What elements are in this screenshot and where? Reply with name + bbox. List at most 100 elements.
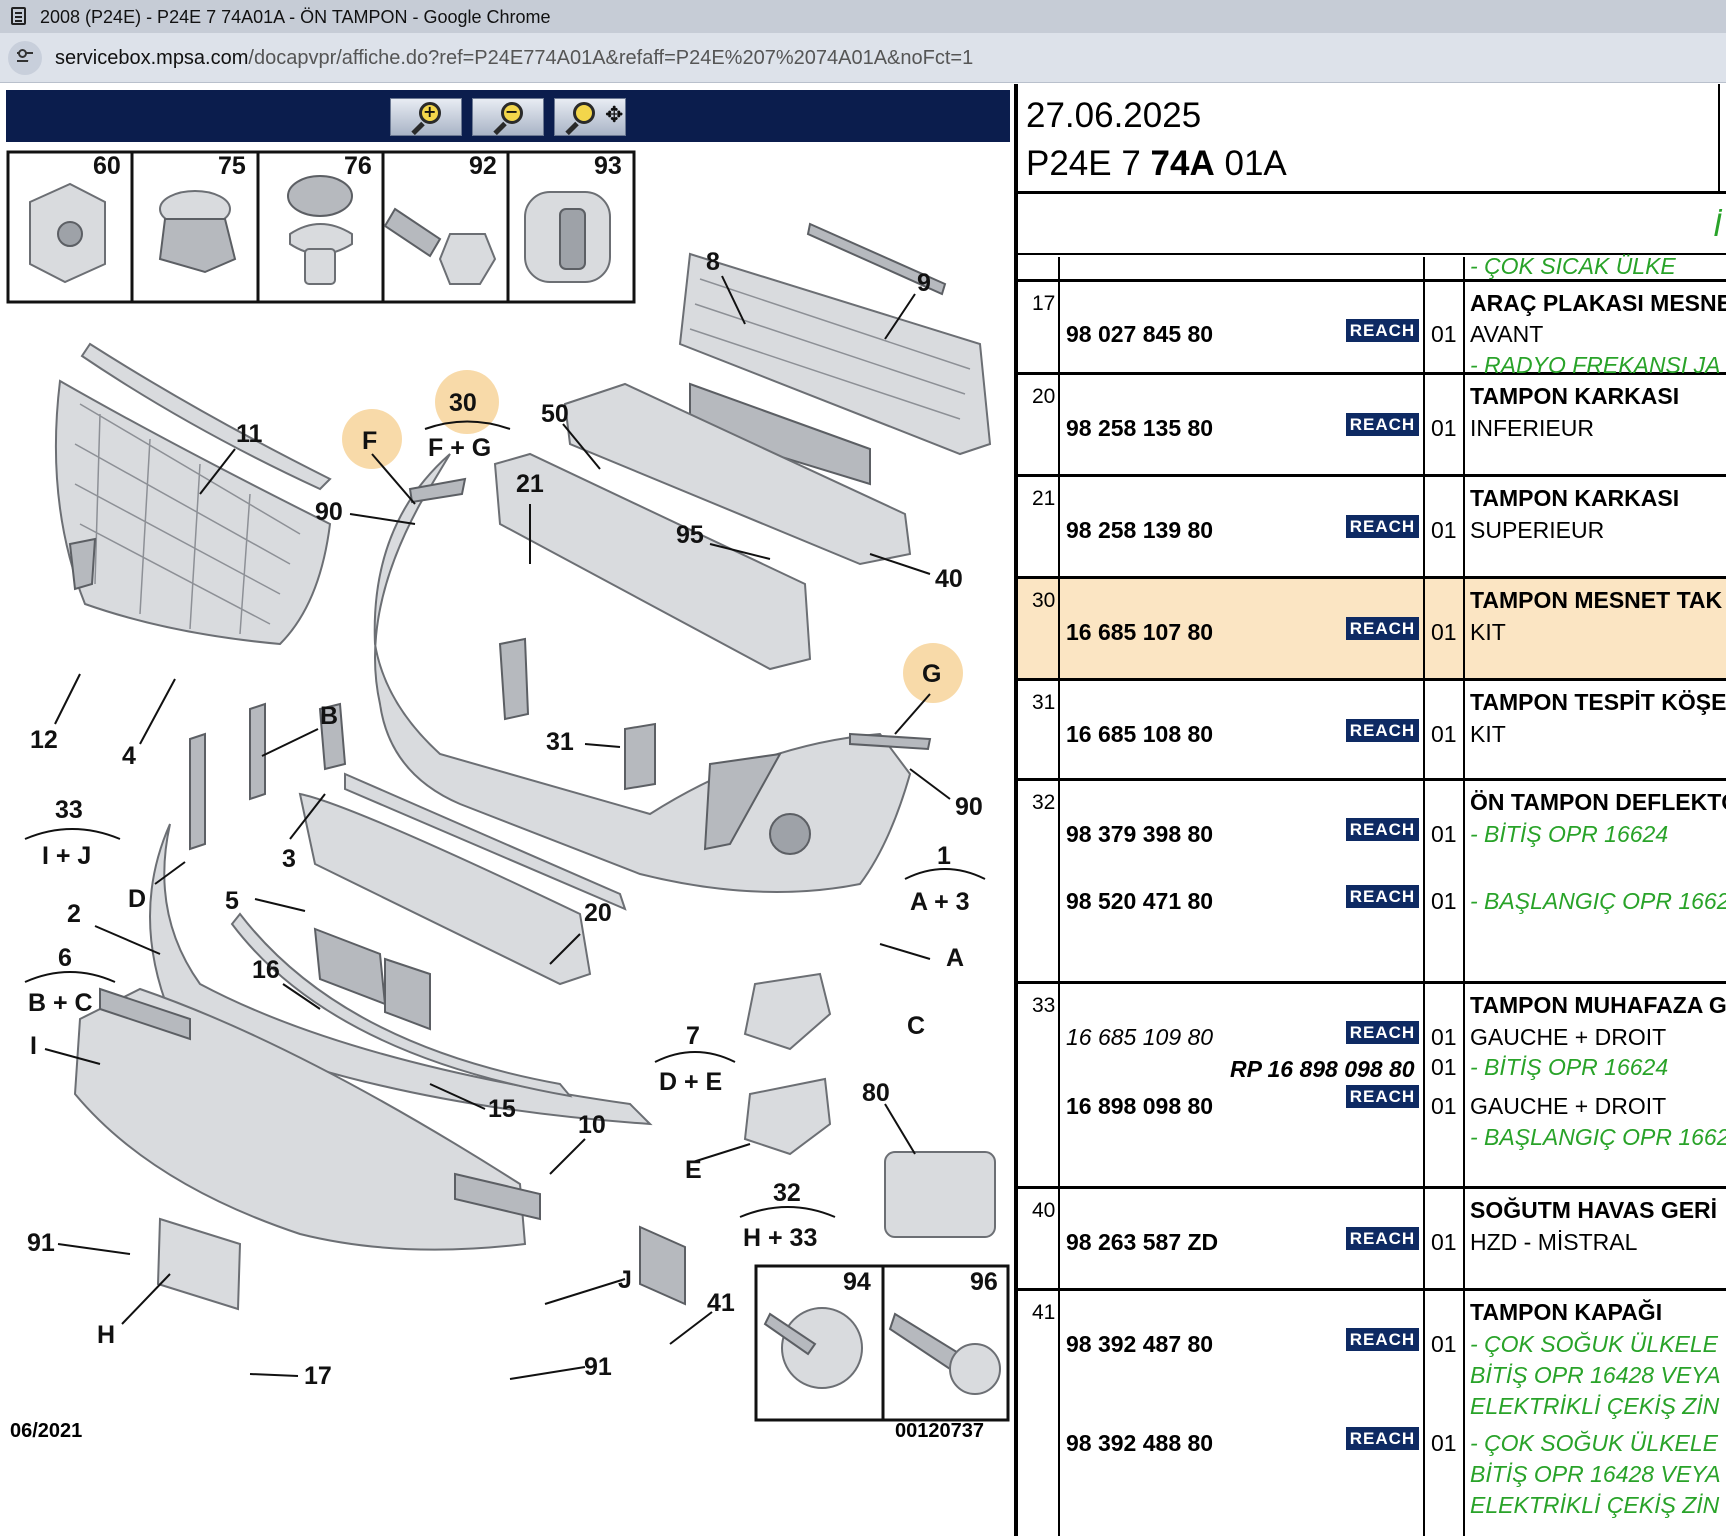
callout-16[interactable]: 16 xyxy=(252,956,280,984)
callout-A[interactable]: A xyxy=(946,944,964,972)
url-host: servicebox.mpsa.com xyxy=(55,47,249,69)
callout-i-plus-j[interactable]: I + J xyxy=(42,842,91,870)
grommet-93 xyxy=(524,191,611,283)
callout-9[interactable]: 9 xyxy=(917,269,931,297)
callout-C[interactable]: C xyxy=(907,1012,925,1040)
inset-label-92[interactable]: 92 xyxy=(469,152,497,180)
callout-20[interactable]: 20 xyxy=(584,899,612,927)
callout-labels: 8 9 11 30 F + G F 50 90 21 95 40 12 4 B … xyxy=(27,248,983,1390)
site-settings-icon[interactable] xyxy=(8,41,42,75)
inset-label-75[interactable]: 75 xyxy=(218,152,246,180)
bumper-cover xyxy=(373,453,912,893)
inset-label-60[interactable]: 60 xyxy=(93,152,121,180)
callout-I[interactable]: I xyxy=(30,1032,37,1060)
part-number[interactable]: 98 379 398 80 xyxy=(1066,821,1214,847)
part-number[interactable]: 98 392 487 80 xyxy=(1066,1331,1214,1357)
callout-6[interactable]: 6 xyxy=(58,944,72,972)
callout-b-plus-c[interactable]: B + C xyxy=(28,989,93,1017)
callout-33[interactable]: 33 xyxy=(55,796,83,824)
callout-41[interactable]: 41 xyxy=(707,1289,735,1317)
table-row[interactable]: 33 TAMPON MUHAFAZA G 16 685 109 80 REACH… xyxy=(1018,984,1726,1189)
part-number[interactable]: 98 258 139 80 xyxy=(1066,517,1214,543)
address-bar[interactable]: servicebox.mpsa.com/docapvpr/affiche.do?… xyxy=(0,33,1726,83)
table-row[interactable]: 41 TAMPON KAPAĞI 98 392 487 80 REACH 01 … xyxy=(1032,1299,1721,1518)
callout-50[interactable]: 50 xyxy=(541,400,569,428)
part-number[interactable]: 16 685 108 80 xyxy=(1066,721,1214,747)
callout-H[interactable]: H xyxy=(97,1321,115,1349)
callout-80[interactable]: 80 xyxy=(862,1079,890,1107)
inset-label-93[interactable]: 93 xyxy=(594,152,622,180)
corner-bracket-part-31 xyxy=(498,637,530,721)
part-number[interactable]: 98 392 488 80 xyxy=(1066,1430,1214,1456)
callout-D[interactable]: D xyxy=(128,885,146,913)
diagram-image-code: 00120737 xyxy=(895,1420,984,1442)
reach-badge: REACH xyxy=(1346,818,1419,841)
callout-J[interactable]: J xyxy=(618,1266,632,1294)
fog-cover-part-E xyxy=(743,1077,832,1156)
absorber-part-21 xyxy=(493,452,812,671)
pan-zoom-button[interactable]: ✥ xyxy=(554,98,626,136)
inset-label-94[interactable]: 94 xyxy=(843,1268,871,1296)
callout-2[interactable]: 2 xyxy=(67,900,81,928)
callout-d-plus-e[interactable]: D + E xyxy=(659,1068,722,1096)
part-name: TAMPON KAPAĞI xyxy=(1470,1299,1663,1325)
table-row[interactable]: 40 98 263 587 ZD REACH 01 SOĞUTM HAVAS G… xyxy=(1018,1189,1726,1291)
replacement-part-number[interactable]: RP 16 898 098 80 xyxy=(1230,1056,1415,1082)
callout-91-left[interactable]: 91 xyxy=(27,1229,55,1257)
inset-label-76[interactable]: 76 xyxy=(344,152,372,180)
zoom-out-button[interactable]: − xyxy=(472,98,544,136)
zoom-in-icon xyxy=(419,102,441,124)
callout-B[interactable]: B xyxy=(320,702,338,730)
document-icon xyxy=(11,7,26,25)
callout-17[interactable]: 17 xyxy=(304,1362,332,1390)
callout-40[interactable]: 40 xyxy=(935,565,963,593)
callout-12[interactable]: 12 xyxy=(30,726,58,754)
callout-21[interactable]: 21 xyxy=(516,470,544,498)
bracket-part-12 xyxy=(68,537,97,591)
inset-label-96[interactable]: 96 xyxy=(970,1268,998,1296)
part-number[interactable]: 98 258 135 80 xyxy=(1066,415,1214,441)
callout-f-plus-g[interactable]: F + G xyxy=(428,434,491,462)
part-number-superseded[interactable]: 16 685 109 80 xyxy=(1066,1024,1214,1050)
callout-90-left[interactable]: 90 xyxy=(315,498,343,526)
callout-E[interactable]: E xyxy=(685,1156,702,1184)
part-number[interactable]: 98 027 845 80 xyxy=(1066,321,1214,347)
callout-F[interactable]: F xyxy=(362,427,377,455)
illustration-reference: P24E 7 74A 01A xyxy=(1026,144,1287,183)
callout-10[interactable]: 10 xyxy=(578,1111,606,1139)
callout-31[interactable]: 31 xyxy=(546,728,574,756)
callout-4[interactable]: 4 xyxy=(122,742,136,770)
callout-3[interactable]: 3 xyxy=(282,845,296,873)
callout-30[interactable]: 30 xyxy=(449,389,477,417)
callout-91-right[interactable]: 91 xyxy=(584,1353,612,1381)
part-number[interactable]: 16 685 107 80 xyxy=(1066,619,1214,645)
bracket-part-D xyxy=(189,732,206,851)
callout-G[interactable]: G xyxy=(922,660,941,688)
part-name: ÖN TAMPON DEFLEKTÖ xyxy=(1470,789,1726,815)
callout-32[interactable]: 32 xyxy=(773,1179,801,1207)
part-number[interactable]: 16 898 098 80 xyxy=(1066,1093,1214,1119)
callout-8[interactable]: 8 xyxy=(706,248,720,276)
callout-11[interactable]: 11 xyxy=(236,420,263,448)
table-row[interactable]: 20 98 258 135 80 REACH 01 TAMPON KARKASI… xyxy=(1018,375,1726,477)
callout-7[interactable]: 7 xyxy=(686,1022,700,1050)
table-row-selected[interactable]: 30 16 685 107 80 REACH 01 TAMPON MESNET … xyxy=(1018,579,1726,681)
callout-5[interactable]: 5 xyxy=(225,887,239,915)
url-text[interactable]: servicebox.mpsa.com/docapvpr/affiche.do?… xyxy=(55,47,973,70)
table-row[interactable]: 17 98 027 845 80 REACH 01 ARAÇ PLAKASI M… xyxy=(1018,282,1726,378)
callout-1[interactable]: 1 xyxy=(937,842,951,870)
highlight-circle-30 xyxy=(435,370,499,434)
callout-15[interactable]: 15 xyxy=(488,1095,516,1123)
table-row[interactable]: 21 98 258 139 80 REACH 01 TAMPON KARKASI… xyxy=(1018,477,1726,579)
leader-lines xyxy=(24,275,986,1380)
reach-badge: REACH xyxy=(1346,1427,1419,1450)
callout-h-plus-33[interactable]: H + 33 xyxy=(743,1224,817,1252)
callout-a-plus-3[interactable]: A + 3 xyxy=(910,888,970,916)
part-number[interactable]: 98 520 471 80 xyxy=(1066,888,1214,914)
callout-95[interactable]: 95 xyxy=(676,521,704,549)
zoom-in-button[interactable]: + xyxy=(390,98,462,136)
callout-90-right[interactable]: 90 xyxy=(955,793,983,821)
table-row[interactable]: 31 16 685 108 80 REACH 01 TAMPON TESPİT … xyxy=(1018,681,1726,781)
table-row[interactable]: 32 ÖN TAMPON DEFLEKTÖ 98 379 398 80 REAC… xyxy=(1018,781,1726,984)
part-number[interactable]: 98 263 587 ZD xyxy=(1066,1229,1219,1255)
